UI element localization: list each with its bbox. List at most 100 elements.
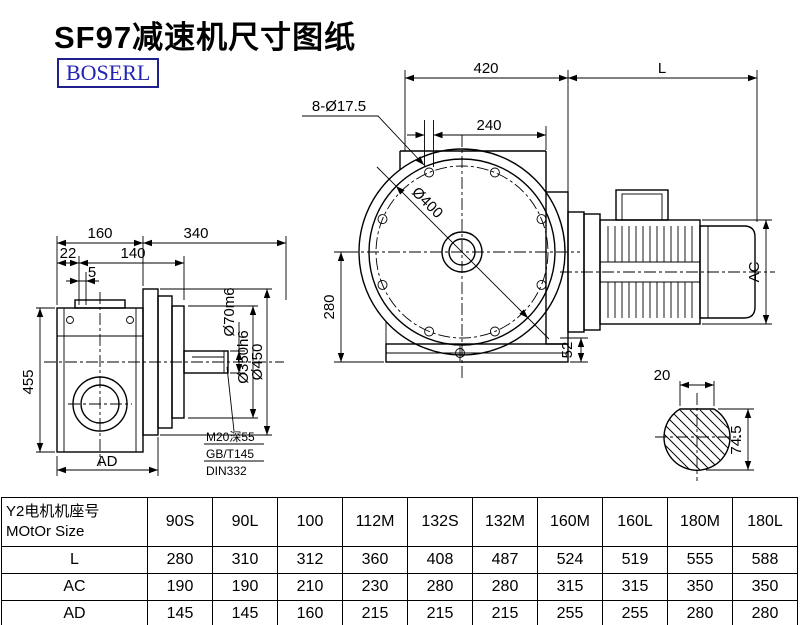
page-title: SF97减速机尺寸图纸 — [54, 20, 357, 55]
table-row-AD: AD 145 145 160 215 215 215 255 255 280 2… — [1, 600, 798, 625]
dim-arrow — [263, 289, 271, 298]
col-132M: 132M — [472, 497, 538, 547]
dim-arrow — [249, 306, 257, 315]
standard-din: DIN332 — [206, 464, 247, 478]
side-view — [44, 288, 284, 466]
front-centerlines — [346, 135, 775, 380]
dim-arrow — [744, 461, 752, 470]
dim-420: 420 — [404, 60, 569, 192]
cell: 312 — [277, 546, 343, 574]
dim-label-240: 240 — [476, 117, 501, 134]
dim-arrow — [568, 74, 577, 82]
cell: 280 — [147, 546, 213, 574]
dim-label-AD: AD — [97, 453, 118, 470]
cell: 524 — [537, 546, 603, 574]
dim-arrow — [559, 74, 568, 82]
table-header-row: Y2电机机座号 MOtOr Size 90S 90L 100 112M 132S… — [1, 497, 798, 547]
cell: 190 — [212, 573, 278, 601]
motor — [583, 189, 756, 331]
cell: 555 — [667, 546, 733, 574]
dim-20: 20 — [654, 367, 715, 406]
standard-gb: GB/T145 — [206, 447, 254, 461]
cell: 280 — [407, 573, 473, 601]
dim-label-20: 20 — [654, 367, 671, 384]
dim-arrow — [762, 315, 770, 324]
cell: 315 — [602, 573, 668, 601]
cell: 230 — [342, 573, 408, 601]
cell: 588 — [732, 546, 798, 574]
cell: 487 — [472, 546, 538, 574]
dim-label-420: 420 — [473, 60, 498, 77]
cell: 215 — [342, 600, 408, 625]
col-90L: 90L — [212, 497, 278, 547]
dim-arrow — [337, 353, 345, 362]
col-160M: 160M — [537, 497, 603, 547]
terminal-box — [615, 189, 669, 221]
dim-400: Ø400 — [376, 166, 550, 340]
housing-bracket — [545, 191, 569, 345]
cell: 315 — [537, 573, 603, 601]
dim-arrow — [405, 74, 414, 82]
base-lines — [385, 322, 568, 361]
dim-arrow — [744, 409, 752, 418]
dim-arrow — [263, 426, 271, 435]
dim-74-5: 74.5 — [706, 408, 754, 471]
cell: 255 — [602, 600, 668, 625]
dim-label-455: 455 — [20, 369, 37, 394]
dim-AC: AC — [702, 219, 772, 325]
dim-label-350h6: Ø350h6 — [235, 330, 252, 383]
dim-arrow — [680, 381, 689, 389]
cell: 360 — [342, 546, 408, 574]
dim-label-74-5: 74.5 — [728, 425, 745, 454]
dim-AD: AD — [56, 437, 159, 476]
cell: 215 — [472, 600, 538, 625]
cell: 160 — [277, 600, 343, 625]
brand-logo: BOSERL — [57, 58, 160, 88]
front-view — [346, 135, 775, 380]
cell: 280 — [472, 573, 538, 601]
dim-arrow — [36, 308, 44, 317]
dim-arrow — [70, 277, 79, 285]
dim-arrow — [149, 466, 158, 474]
dim-240-holes: 8-Ø17.5 240 — [302, 98, 547, 168]
dim-arrow — [537, 131, 546, 139]
dim-label-5: 5 — [88, 264, 96, 281]
brand-text: BOSERL — [66, 60, 151, 85]
dim-280: 280 — [321, 251, 384, 363]
thread-note: M20深55 GB/T145 DIN332 — [204, 366, 264, 478]
col-160L: 160L — [602, 497, 668, 547]
bolt-boss — [66, 316, 74, 324]
dim-label-400: Ø400 — [408, 184, 446, 222]
dim-arrow — [249, 409, 257, 418]
dim-arrow — [577, 338, 585, 347]
dim-arrow — [36, 443, 44, 452]
shaft-section-outline — [663, 408, 731, 471]
dim-160-340: 160 340 — [56, 225, 287, 305]
dim-spigot-diameter: Ø350h6 — [188, 305, 258, 419]
dim-label-160: 160 — [87, 225, 112, 242]
cell: 350 — [667, 573, 733, 601]
dim-label-AC: AC — [746, 261, 763, 282]
section-centerlines — [655, 393, 741, 481]
cell: 310 — [212, 546, 278, 574]
dim-arrow — [705, 381, 714, 389]
dim-arrow — [277, 239, 286, 247]
table-row-L: L 280 310 312 360 408 487 524 519 555 58… — [1, 546, 798, 574]
cell: 280 — [732, 600, 798, 625]
dim-5: 5 — [66, 264, 99, 305]
dim-label-52: 52 — [559, 342, 576, 359]
dim-arrow — [57, 466, 66, 474]
dim-flange-diameter: Ø450 — [160, 288, 272, 436]
dim-52: 52 — [559, 337, 588, 363]
cell: 408 — [407, 546, 473, 574]
thread-spec: M20深55 — [206, 430, 255, 444]
shaft-section: 20 74.5 — [654, 367, 754, 481]
motor-fins-lower — [607, 282, 693, 318]
cell: 280 — [667, 600, 733, 625]
motor-fins-upper — [607, 226, 693, 262]
cell: 210 — [277, 573, 343, 601]
side-centerlines — [44, 292, 284, 466]
col-112M: 112M — [342, 497, 408, 547]
row-label-L: L — [1, 546, 148, 574]
dim-label-bolt-holes: 8-Ø17.5 — [312, 98, 366, 115]
